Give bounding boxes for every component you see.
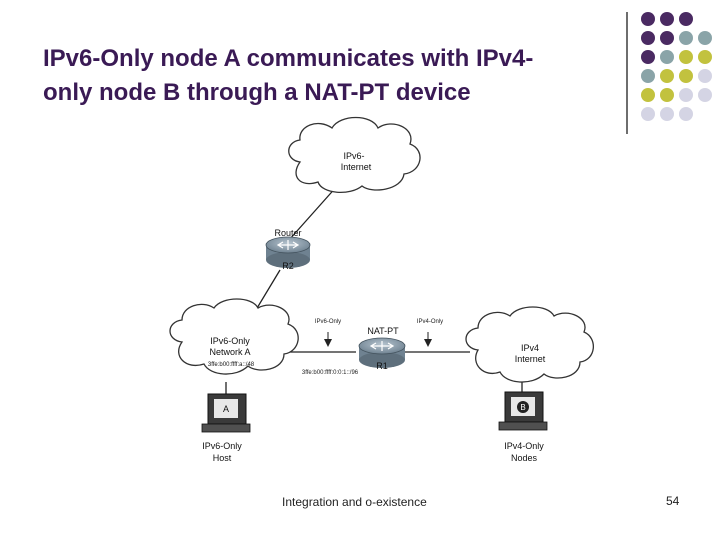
router-r2: Router R2 [265, 228, 311, 271]
dot-row-3 [641, 50, 712, 64]
cloud-label: Internet [515, 354, 546, 364]
keyboard-icon [498, 421, 548, 431]
dot [660, 31, 674, 45]
host-a: A IPv6-Only Host [201, 393, 251, 463]
dot [641, 88, 655, 102]
dot-row-4 [641, 69, 712, 83]
cloud-label: 3ffe:b00:ffff:a::/48 [208, 362, 255, 368]
router-label: Router [274, 228, 301, 238]
dot [641, 31, 655, 45]
router-arrows-icon [369, 341, 395, 351]
cloud-label: Internet [341, 162, 372, 172]
dot-row-6 [641, 107, 693, 121]
host-screen-label: A [223, 404, 229, 414]
link-internet-to-r2 [288, 184, 339, 241]
cloud-label: IPv4 [521, 343, 539, 353]
dot [679, 69, 693, 83]
host-b: B IPv4-Only Nodes [498, 391, 548, 463]
dot-row-2 [641, 31, 712, 45]
dot [641, 69, 655, 83]
slide-footer: Integration and o-existence [282, 495, 427, 509]
monitor-screen [214, 399, 238, 418]
dot [660, 107, 674, 121]
link-label: IPv6-Only [315, 319, 341, 325]
keyboard-icon [201, 423, 251, 433]
dot [660, 88, 674, 102]
title-line-2: only node B through a NAT-PT device [43, 79, 471, 106]
router-id: R2 [282, 261, 294, 271]
cloud-shape [465, 306, 594, 383]
host-screen-label: B [520, 403, 525, 412]
host-label: Nodes [511, 453, 538, 463]
link-label: IPv4-Only [417, 319, 443, 325]
dot [679, 107, 693, 121]
dot-row-1 [641, 12, 693, 26]
slide-title: IPv6-Only node A communicates with IPv4-… [43, 42, 623, 110]
cloud-ipv6-network-a: IPv6-Only Network A 3ffe:b00:ffff:a::/48 [169, 298, 299, 375]
cloud-ipv6-internet: IPv6- Internet [288, 116, 421, 193]
dot [698, 31, 712, 45]
dot [679, 88, 693, 102]
host-screen-badge [517, 401, 529, 413]
dot [679, 31, 693, 45]
title-line-1: IPv6-Only node A communicates with IPv4- [43, 45, 534, 72]
nat-pt-router-r1: IPv6-Only IPv4-Only NAT-PT R1 3ffe:b00:f… [302, 319, 443, 376]
dot [641, 50, 655, 64]
host-label: IPv6-Only [202, 441, 242, 451]
cloud-label: Network A [209, 347, 250, 357]
cloud-ipv4-internet: IPv4 Internet [465, 306, 594, 383]
dot [698, 69, 712, 83]
dot-row-5 [641, 88, 712, 102]
cloud-label: IPv6- [343, 151, 364, 161]
router-label: NAT-PT [367, 326, 399, 336]
dot [660, 69, 674, 83]
router-id: R1 [376, 361, 388, 371]
cloud-shape [169, 298, 299, 375]
host-label: IPv4-Only [504, 441, 544, 451]
cloud-label: IPv6-Only [210, 336, 250, 346]
decorative-divider [626, 12, 628, 134]
dot [641, 107, 655, 121]
router-base [359, 352, 405, 368]
dot [679, 50, 693, 64]
router-base [266, 252, 310, 268]
cloud-shape [288, 116, 421, 193]
host-label: Host [213, 453, 232, 463]
dot [660, 50, 674, 64]
dot [698, 50, 712, 64]
dot [698, 88, 712, 102]
dot [641, 12, 655, 26]
page-number: 54 [666, 494, 680, 508]
prefix-label: 3ffe:b00:ffff:0:0:1::/96 [302, 370, 359, 376]
dot [679, 12, 693, 26]
router-arrows-icon [276, 240, 300, 250]
dot [660, 12, 674, 26]
